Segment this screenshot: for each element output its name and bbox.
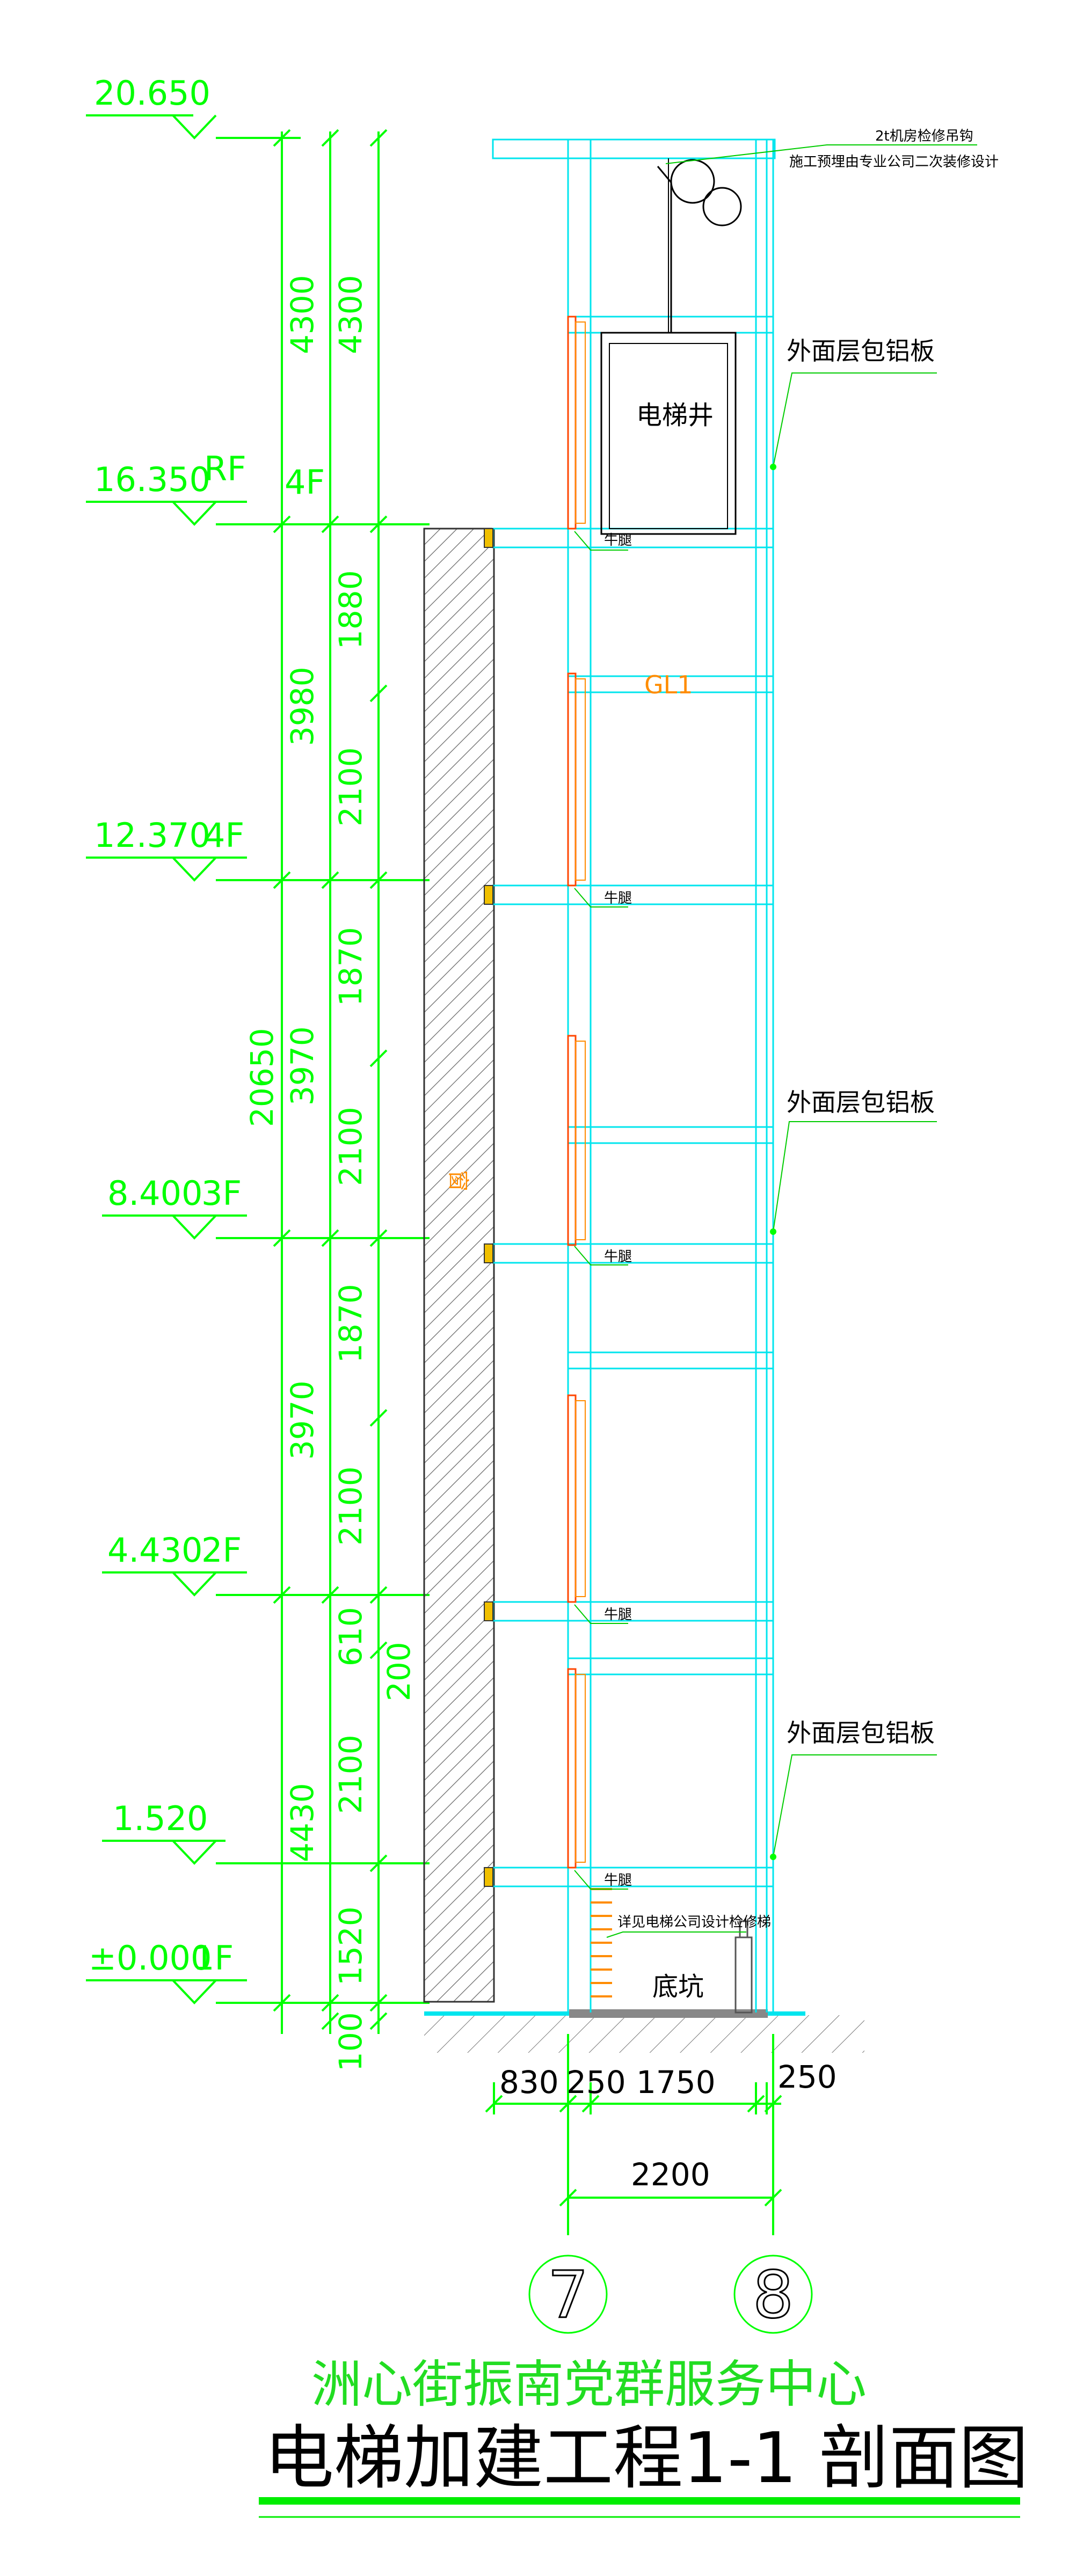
floor-label: 3F (201, 1174, 242, 1213)
cladding-note: 外面层包铝板 (787, 1088, 935, 1117)
shaft-label: 电梯井 (636, 400, 714, 430)
corbel-label: 牛腿 (604, 1249, 632, 1265)
pit-buffer (734, 1920, 753, 2014)
dim-text: 830 (499, 2064, 559, 2101)
elevation-value: 4.430 (107, 1531, 203, 1570)
landing-doors (567, 316, 577, 1869)
floor-label: 2F (201, 1531, 242, 1570)
elevation-marker: 20.650 (86, 74, 301, 140)
grid-axis-label: 7 (548, 2258, 588, 2333)
elevation-value: 12.370 (94, 816, 210, 855)
dim-text: 2200 (631, 2156, 710, 2193)
ground-soil (424, 2015, 864, 2053)
dim-text: 1870 (332, 927, 369, 1006)
annotations (574, 144, 977, 1938)
dim-text: 2100 (332, 1107, 369, 1186)
dim-text: 1750 (636, 2064, 716, 2101)
cladding-note: 外面层包铝板 (787, 336, 935, 365)
elevation-markers: 20.650 16.350 RF 4F 12.370 4F 8.400 3F (86, 74, 430, 2004)
hook-note-2: 施工预埋由专业公司二次装修设计 (789, 154, 999, 170)
pit-slab (569, 2009, 768, 2018)
door-frames (575, 321, 586, 1863)
corbels (484, 528, 493, 1887)
corbel-label: 牛腿 (604, 1872, 632, 1889)
wall-tag: 窗 (446, 1170, 470, 1191)
dim-text: 200 (381, 1642, 417, 1701)
corbel-label: 牛腿 (604, 1607, 632, 1623)
elevation-value: 1.520 (113, 1799, 208, 1838)
floor-label: 1F (193, 1938, 234, 1978)
elevation-marker: 8.400 3F (102, 1174, 430, 1240)
dim-text: 4300 (332, 275, 369, 354)
cladding-note: 外面层包铝板 (787, 1718, 935, 1747)
dimension-texts-col1: 4300 3980 20650 3970 3970 4430 200 100 (244, 275, 417, 2072)
floor-label: 4F (204, 816, 244, 855)
elevator-shaft-structure (492, 138, 776, 2012)
elevator-car: 电梯井 (600, 158, 737, 535)
floor-label: RF (204, 449, 246, 488)
dim-text: 2100 (332, 747, 369, 826)
side-floor-label: 4F (285, 463, 325, 502)
dim-text: 3970 (284, 1026, 321, 1106)
dim-text: 610 (332, 1607, 369, 1666)
elevation-value: 8.400 (107, 1174, 203, 1213)
dim-text: 2100 (332, 1735, 369, 1814)
dim-text: 100 (332, 2012, 369, 2072)
dim-text: 1870 (332, 1284, 369, 1363)
pit-ladder (591, 1888, 612, 1997)
vertical-dimensions (273, 129, 388, 2034)
dim-text: 1520 (332, 1906, 369, 1986)
dim-text: 20650 (244, 1028, 280, 1127)
elevation-marker: 12.370 4F (86, 816, 430, 882)
horizontal-dimensions (485, 2034, 782, 2235)
dim-text: 3970 (284, 1380, 321, 1460)
dimension-texts-col2: 4300 1880 2100 1870 2100 1870 2100 610 2… (332, 275, 369, 1986)
dim-text: 2100 (332, 1466, 369, 1546)
pit-label: 底坑 (652, 1972, 704, 2002)
elevation-marker: 4.430 2F (102, 1531, 430, 1597)
traction-sheaves (657, 159, 742, 333)
existing-wall (423, 528, 495, 2003)
drawing-subtitle: 洲心街振南党群服务中心 (311, 2355, 867, 2414)
dim-text: 250 (777, 2059, 837, 2095)
dim-text: 1880 (332, 570, 369, 649)
hook-note: 2t机房检修吊钩 (875, 128, 973, 144)
dim-text: 250 (566, 2064, 626, 2101)
elevation-marker: ±0.000 1F (86, 1938, 430, 2004)
corbel-label: 牛腿 (604, 890, 632, 906)
dim-text: 3980 (284, 667, 321, 746)
dim-text: 4300 (284, 275, 321, 354)
elevation-value: 16.350 (94, 460, 210, 499)
elevation-value: ±0.000 (89, 1938, 212, 1978)
grid-axis-bubbles: 7 8 (528, 2255, 813, 2334)
dim-text: 4430 (284, 1783, 321, 1862)
annotation-dots (770, 464, 776, 1860)
drawing-title: 电梯加建工程1-1 剖面图 (264, 2417, 1029, 2499)
grid-axis-label: 8 (753, 2258, 794, 2333)
elevation-marker: 16.350 RF (86, 449, 430, 526)
horizontal-dimension-texts: 830 250 1750 250 2200 (499, 2059, 837, 2193)
elevation-marker: 1.520 (102, 1799, 430, 1865)
beam-tag: GL1 (644, 670, 693, 699)
elevation-value: 20.650 (94, 74, 210, 113)
pit-ladder-note: 详见电梯公司设计检修梯 (617, 1914, 771, 1930)
corbel-label: 牛腿 (604, 532, 632, 548)
